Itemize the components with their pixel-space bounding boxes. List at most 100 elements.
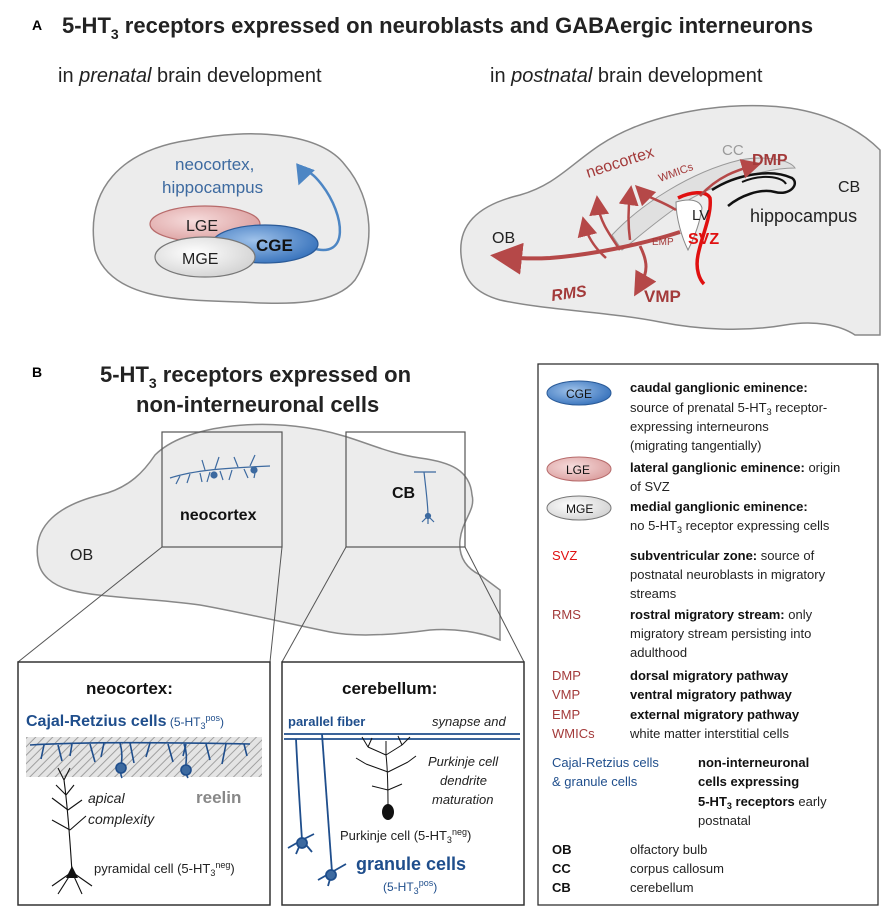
neocortex-zoom-box <box>161 431 283 548</box>
rms-arrow <box>490 230 681 275</box>
legend-emp-abbr: EMP <box>552 707 580 722</box>
dmp-arrow-2 <box>699 159 762 197</box>
legend-dmp-abbr: DMP <box>552 668 581 683</box>
legend-svz-abbr: SVZ <box>552 548 577 563</box>
legend-cr-line2: cells expressing <box>698 774 799 789</box>
purkinje-cell-label: Purkinje cell (5-HT3neg) <box>340 827 471 845</box>
cb-zoom-box <box>345 431 466 548</box>
parallel-fiber-label: parallel fiber <box>288 714 365 729</box>
legend-lge-badge <box>546 456 612 482</box>
legend-dmp-text: dorsal migratory pathway <box>630 668 789 683</box>
legend-box <box>537 363 879 906</box>
prenatal-neocortex-label: neocortex, <box>175 155 254 174</box>
rms-label: RMS <box>550 283 588 305</box>
mge-shape <box>154 236 256 278</box>
lateral-ventricle <box>675 199 703 252</box>
cajal-retzius-label: Cajal-Retzius cells (5-HT3pos) <box>26 713 224 731</box>
mini-cb-cell <box>414 471 436 524</box>
legend-lge-line1: lateral ganglionic eminence: origin <box>630 460 840 475</box>
prenatal-hippocampus-label: hippocampus <box>162 178 263 197</box>
legend-cge-badge <box>546 380 612 406</box>
legend-emp-text: external migratory pathway <box>630 707 800 722</box>
legend-rms-abbr: RMS <box>552 607 581 622</box>
zoom-line-right-1 <box>281 546 347 663</box>
legend-cge-line4: (migrating tangentially) <box>630 438 762 453</box>
postnatal-hippocampus-label: hippocampus <box>750 206 857 226</box>
legend-cge-line2: source of prenatal 5-HT3 receptor- <box>630 400 827 417</box>
apical-label-2: complexity <box>88 811 155 827</box>
legend-ob-abbr: OB <box>552 842 572 857</box>
legend-cr-line4: postnatal <box>698 813 751 828</box>
legend-cge-bold: caudal ganglionic eminence: <box>630 380 808 395</box>
legend-cb-text: cerebellum <box>630 880 694 895</box>
vmp-arrow <box>634 245 657 297</box>
granule-cells-label: granule cells <box>356 854 466 874</box>
mini-cajal-cells <box>169 454 271 485</box>
synapse-label: synapse and <box>432 714 506 729</box>
neocortex-detail-box <box>17 661 271 906</box>
legend-svz-line2: postnatal neuroblasts in migratory <box>630 567 826 582</box>
lv-label: LV <box>692 207 709 224</box>
legend-cb-abbr: CB <box>552 880 571 895</box>
cerebellum-detail-box <box>281 661 525 906</box>
svz-line <box>677 191 712 286</box>
panel-b-brain <box>36 423 501 642</box>
neocortex-detail-title: neocortex: <box>86 679 173 698</box>
cajal-retzius-dendrites <box>29 741 251 779</box>
svz-label: SVZ <box>688 231 719 248</box>
reelin-label: reelin <box>196 788 241 807</box>
cerebellum-detail-title: cerebellum: <box>342 679 437 698</box>
cc-label: CC <box>722 142 744 159</box>
purkinje-text-2: dendrite <box>440 773 487 788</box>
panel-b-title-line2: non-interneuronal cells <box>136 392 379 417</box>
prenatal-subtitle: in prenatal brain development <box>58 65 322 87</box>
emp-label: EMP <box>652 237 674 248</box>
legend-vmp-text: ventral migratory pathway <box>630 687 793 702</box>
purkinje-text-1: Purkinje cell <box>428 754 499 769</box>
emp-arrow-1 <box>589 195 622 251</box>
dmp-label: DMP <box>752 152 788 169</box>
legend-cc-text: corpus callosum <box>630 861 724 876</box>
lge-label: LGE <box>186 218 218 235</box>
legend-cr-abbr-1: Cajal-Retzius cells <box>552 755 659 770</box>
emp-arrow-3 <box>577 216 607 259</box>
purkinje-dendrite <box>355 735 417 809</box>
legend-lge-badge-text: LGE <box>566 463 590 477</box>
mini-neocortex-label: neocortex <box>180 507 257 524</box>
pyramidal-label: pyramidal cell (5-HT3neg) <box>94 860 235 878</box>
prenatal-migration-arrow <box>296 163 342 252</box>
postnatal-subtitle: in postnatal brain development <box>490 65 763 87</box>
legend-svz-line1: subventricular zone: source of <box>630 548 815 563</box>
legend-cge-badge-text: CGE <box>566 387 592 401</box>
legend-ob-text: olfactory bulb <box>630 842 707 857</box>
legend-cr-abbr-2: & granule cells <box>552 774 638 789</box>
pyramidal-soma <box>66 866 78 878</box>
hippocampus-inner <box>741 176 787 185</box>
panel-b-title-line1: 5-HT3 receptors expressed on <box>100 362 411 391</box>
legend-cr-line1: non-interneuronal <box>698 755 809 770</box>
legend-vmp-abbr: VMP <box>552 687 580 702</box>
mini-ob-label: OB <box>70 547 93 564</box>
apical-label-1: apical <box>88 790 125 806</box>
zoom-line-left-1 <box>17 546 163 663</box>
legend-cc-abbr: CC <box>552 861 571 876</box>
cge-label: CGE <box>256 236 293 255</box>
legend-rms-line2: migratory stream persisting into <box>630 626 811 641</box>
postnatal-ob-label: OB <box>492 230 515 247</box>
legend-wmics-abbr: WMICs <box>552 726 595 741</box>
legend-wmics-text: white matter interstitial cells <box>629 726 789 741</box>
purkinje-soma <box>382 804 394 820</box>
emp-arrow-2 <box>618 185 639 241</box>
panel-b-letter: B <box>32 364 42 380</box>
vmp-label: VMP <box>644 287 681 306</box>
parallel-fibers <box>284 733 520 887</box>
legend-rms-line3: adulthood <box>630 645 687 660</box>
legend-mge-badge <box>546 495 612 521</box>
zoom-line-right-2 <box>464 546 525 663</box>
legend-lge-line2: of SVZ <box>630 479 670 494</box>
legend-cge-line3: expressing interneurons <box>630 419 769 434</box>
purkinje-text-3: maturation <box>432 792 493 807</box>
mge-label: MGE <box>182 251 218 268</box>
pyramidal-cell <box>51 767 93 895</box>
